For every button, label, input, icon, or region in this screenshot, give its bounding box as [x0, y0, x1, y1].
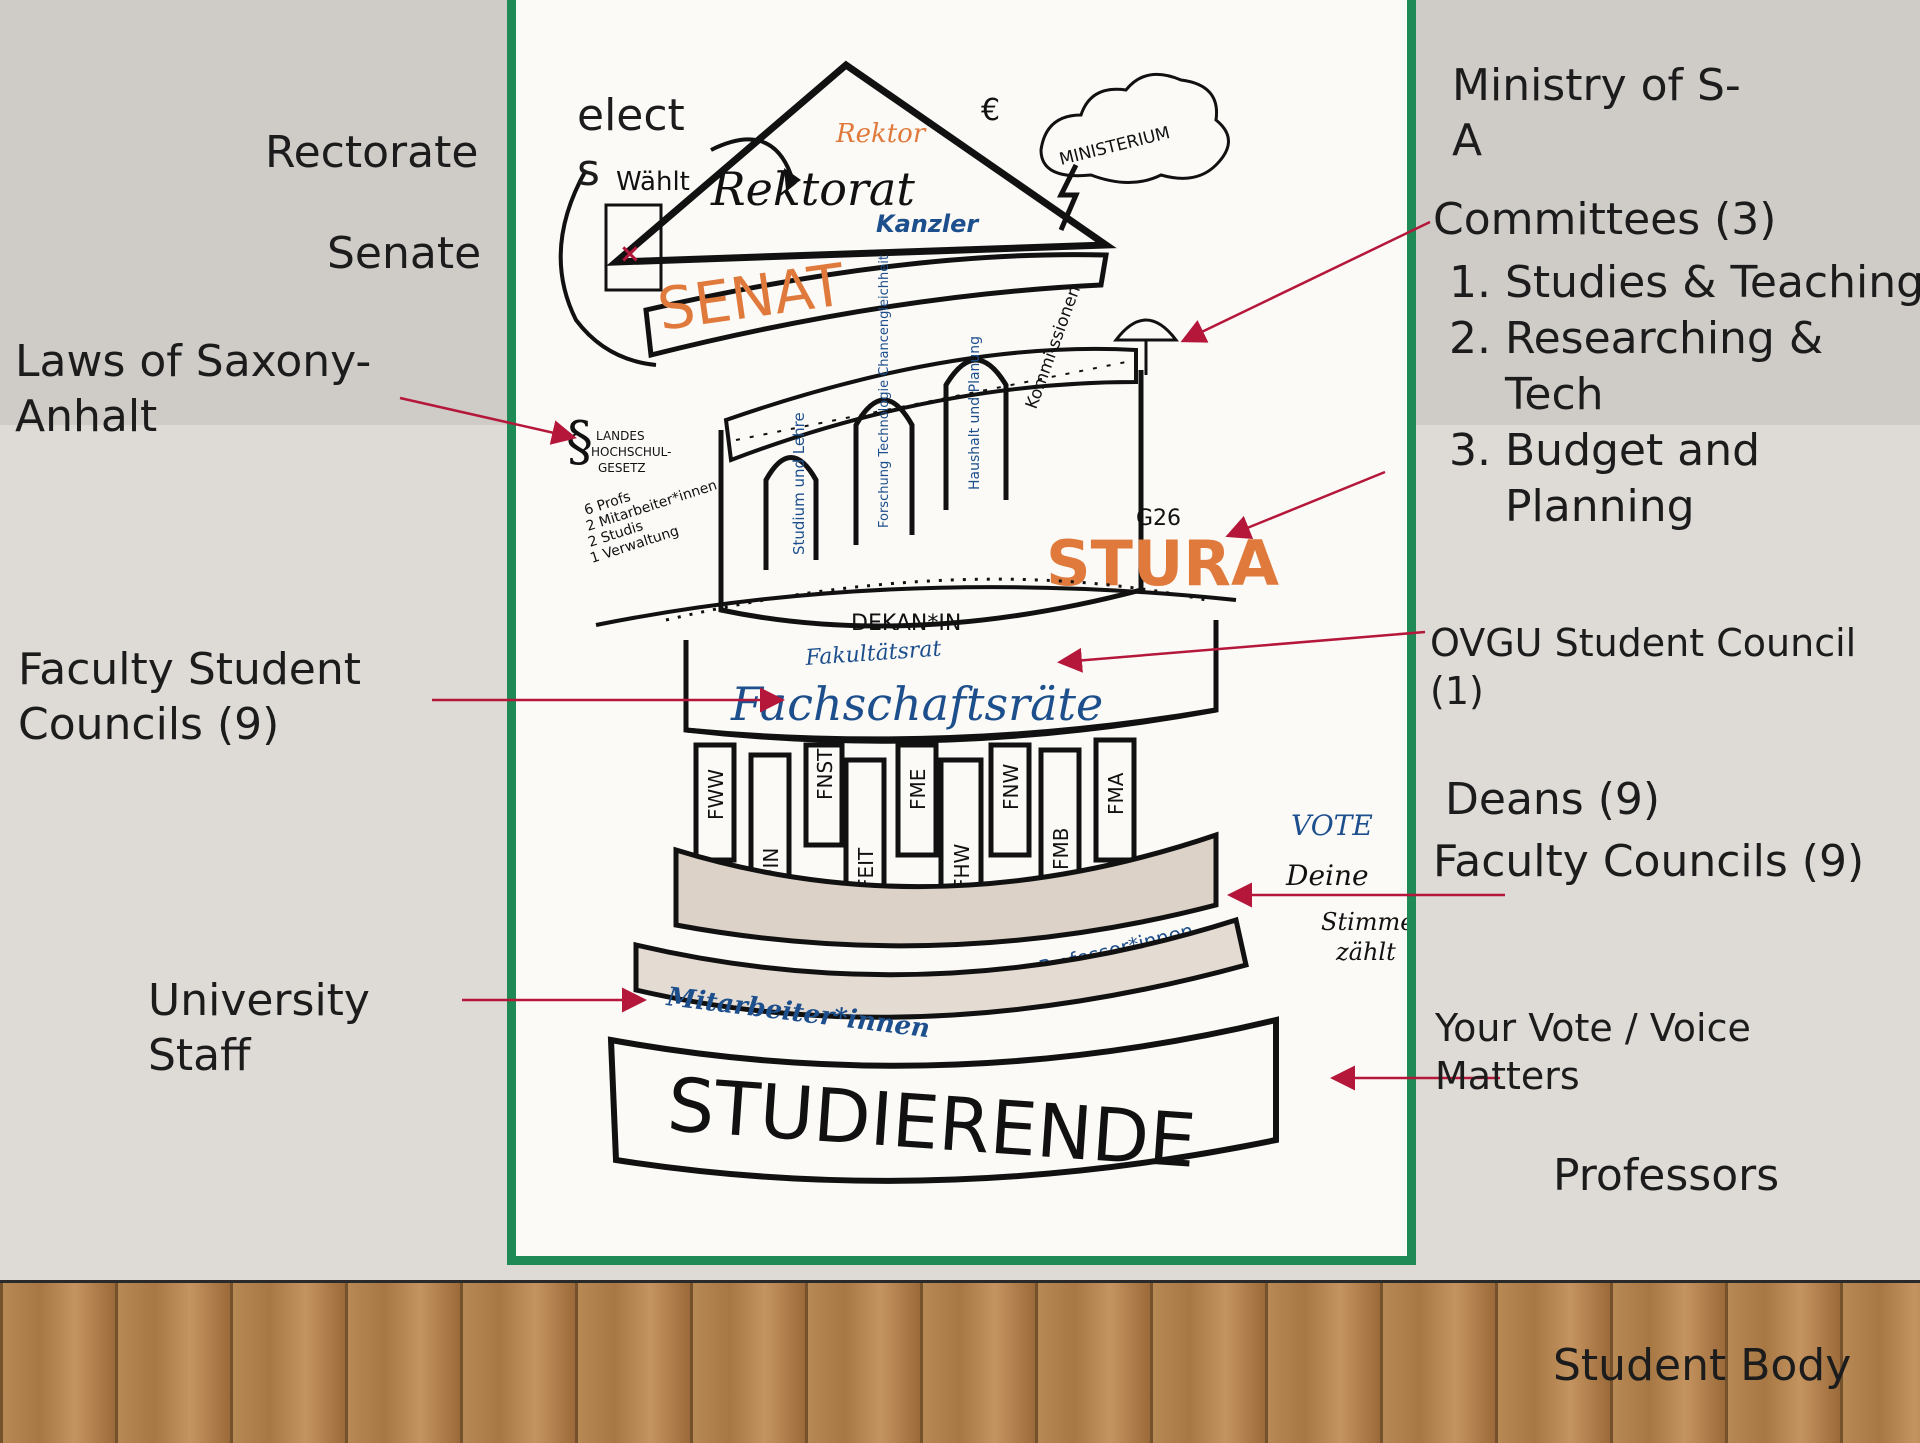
column-fme	[895, 742, 939, 858]
arch-text-1: Studium und Lehre	[790, 412, 808, 555]
ministry-label: Ministry of S- A	[1452, 58, 1741, 168]
fsc-line2: Councils (9)	[18, 699, 280, 750]
arch-haushalt	[943, 357, 1009, 510]
ministry-cloud	[1039, 72, 1230, 184]
fachschaftsraete-text: Fachschaftsräte	[730, 677, 1103, 731]
svg-text:×: ×	[619, 239, 641, 269]
ovgu-council-line2: (1)	[1430, 668, 1484, 713]
elects-loop-arrow	[558, 169, 657, 367]
ballot-icon	[604, 203, 663, 292]
senate-spiral-band	[643, 252, 1109, 359]
committees-title: Committees (3)	[1433, 194, 1777, 245]
landes-text: LANDES	[596, 429, 645, 443]
ministry-label-line1: Ministry of S-	[1452, 60, 1741, 111]
column-label-3: FNST	[813, 748, 837, 800]
ministry-label-line2: A	[1452, 115, 1483, 166]
arrow-stura	[1225, 470, 1386, 540]
committee-item-1: Studies & Teaching	[1505, 255, 1920, 311]
faculty-student-councils-label: Faculty Student Councils (9)	[18, 642, 361, 752]
laws-label-line2: Anhalt	[15, 391, 158, 442]
g26-text: G26	[1136, 506, 1181, 531]
stimme-text: Stimme	[1321, 908, 1407, 936]
column-label-5: FME	[906, 769, 930, 810]
student-step	[607, 1016, 1279, 1184]
student-body-label: Student Body	[1553, 1340, 1852, 1391]
ovgu-council-label: OVGU Student Council (1)	[1430, 620, 1856, 715]
roof-triangle	[606, 60, 1117, 266]
column-label-7: FNW	[999, 764, 1023, 810]
umbrella-icon	[1112, 318, 1180, 342]
rectorate-label: Rectorate	[265, 127, 479, 178]
deine-text: Deine	[1285, 859, 1369, 892]
column-label-9: FMA	[1104, 772, 1128, 815]
svg-text:GESETZ: GESETZ	[598, 461, 646, 475]
vote-text: VOTE	[1291, 809, 1373, 842]
your-vote-label: Your Vote / Voice Matters	[1435, 1005, 1751, 1100]
column-fnw	[988, 742, 1032, 858]
lightning-icon	[1056, 163, 1080, 231]
laws-label: Laws of Saxony- Anhalt	[15, 334, 371, 444]
vote-line1: Your Vote / Voice	[1435, 1006, 1751, 1050]
laws-label-line1: Laws of Saxony-	[15, 336, 372, 387]
svg-text:HOCHSCHUL-: HOCHSCHUL-	[591, 445, 671, 459]
arrow-laws	[399, 396, 577, 445]
committees-list: Studies & Teaching Researching & Tech Bu…	[1433, 255, 1920, 535]
ovgu-council-line1: OVGU Student Council	[1430, 621, 1857, 665]
euro-icon: €	[981, 93, 1000, 128]
professors-label: Professors	[1553, 1150, 1780, 1201]
elects-label-line2: s	[577, 145, 600, 196]
staff-line2: Staff	[148, 1030, 251, 1081]
column-label-1: FWW	[704, 769, 728, 820]
kanzler-text: Kanzler	[876, 210, 980, 238]
arch-text-3: Haushalt und Planung	[967, 336, 983, 490]
committee-item-2: Researching & Tech	[1505, 311, 1920, 423]
professor-step	[673, 831, 1219, 949]
faculty-councils-label: Faculty Councils (9)	[1433, 836, 1865, 887]
rektorat-text: Rektorat	[710, 162, 915, 216]
zaehlt-text: zählt	[1335, 938, 1396, 966]
arch-studium	[763, 455, 819, 570]
dekan-text: DEKAN*IN	[851, 611, 961, 636]
column-fma	[1093, 737, 1137, 863]
arch-forschung	[853, 397, 915, 545]
rektor-text: Rektor	[835, 119, 927, 149]
arrow-ovgu-council	[1057, 630, 1426, 673]
waehlt-text: Wählt	[616, 167, 690, 197]
deans-label: Deans (9)	[1445, 774, 1661, 825]
column-label-8: FMB	[1049, 828, 1073, 870]
arrow-committees	[1180, 220, 1431, 343]
elects-label-line1: elect	[577, 90, 685, 141]
senate-label: Senate	[327, 228, 482, 279]
wooden-floor	[0, 1280, 1920, 1443]
column-label-6: FHW	[950, 843, 974, 890]
fsc-line1: Faculty Student	[18, 644, 362, 695]
arch-text-2: Forschung Technologie Chancengleichheit	[877, 255, 892, 528]
staff-line1: University	[148, 975, 370, 1026]
senate-drum	[718, 370, 1144, 629]
committee-item-3: Budget and Planning	[1505, 423, 1920, 535]
staff-step	[633, 916, 1249, 1020]
building-drawing: Rektor Rektorat Kanzler MINISTERIUM € Wä…	[558, 60, 1407, 1185]
elects-label: elect s	[577, 88, 685, 198]
column-fnst	[803, 742, 845, 848]
university-staff-label: University Staff	[148, 973, 370, 1083]
vote-line2: Matters	[1435, 1053, 1580, 1098]
